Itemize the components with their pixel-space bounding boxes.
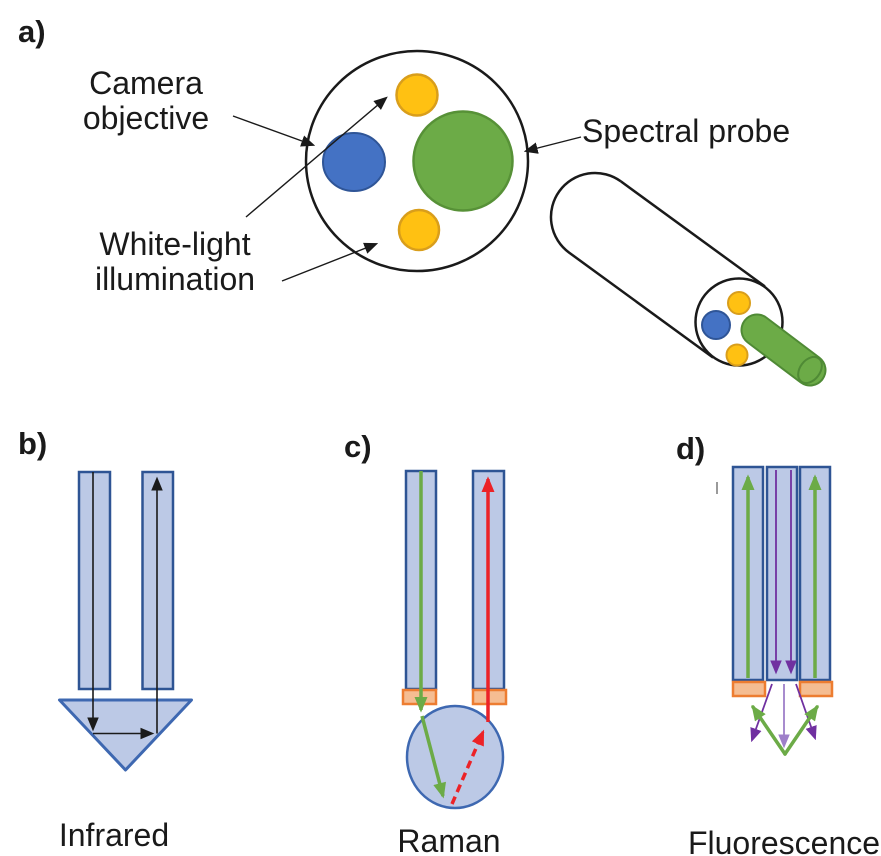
spectral-probe-fiber-face (412, 110, 514, 212)
white-light-fiber-top (395, 73, 439, 117)
camera-objective-label: Camera objective (82, 65, 210, 136)
white-light-label: White-light illumination (94, 226, 256, 297)
endoscope-cylinder (549, 171, 827, 387)
raman-excitation-ray-focus (420, 715, 446, 799)
cylinder-white-light-fiber-bottom (725, 343, 749, 367)
infrared-prism (58, 698, 193, 772)
infrared-fiber-left (77, 470, 112, 691)
fluorescence-emission-ray-right (783, 704, 819, 756)
white-light-bottom-arrow (281, 242, 379, 282)
cylinder-white-light-fiber-top (727, 291, 751, 315)
raman-caption: Raman (397, 823, 501, 856)
panel-a-diagram (232, 49, 827, 387)
panel-b-letter: b) (18, 426, 48, 461)
white-light-top-arrow (245, 96, 388, 218)
fluorescence-filter-left (731, 680, 767, 698)
fluorescence-fiber-center (765, 465, 799, 682)
spectral-probe-rod-endcap (797, 355, 823, 385)
fluorescence-caption: Fluorescence (687, 825, 881, 856)
fluorescence-filter-right (798, 680, 834, 698)
spectral-probe-rod (742, 315, 825, 385)
white-light-fiber-bottom (397, 208, 441, 252)
panel-c-letter: c) (344, 429, 372, 464)
cylinder-camera-lens (701, 310, 731, 340)
camera-objective-arrow (232, 115, 316, 147)
raman-scattered-ray-dashed (450, 729, 485, 805)
cylinder-body (549, 171, 714, 359)
fluorescence-emission-ray-left (751, 704, 787, 756)
cylinder-top-edge (620, 180, 766, 288)
panel-b-diagram (58, 470, 193, 772)
panel-c-diagram (401, 469, 508, 810)
spectral-probe-label: Spectral probe (582, 113, 791, 149)
camera-objective-lens (322, 132, 386, 192)
panel-d-diagram (716, 465, 834, 756)
infrared-caption: Infrared (58, 817, 170, 853)
panel-d-letter: d) (676, 431, 706, 466)
spectral-probe-arrow (523, 136, 582, 154)
panel-a-letter: a) (18, 14, 46, 49)
